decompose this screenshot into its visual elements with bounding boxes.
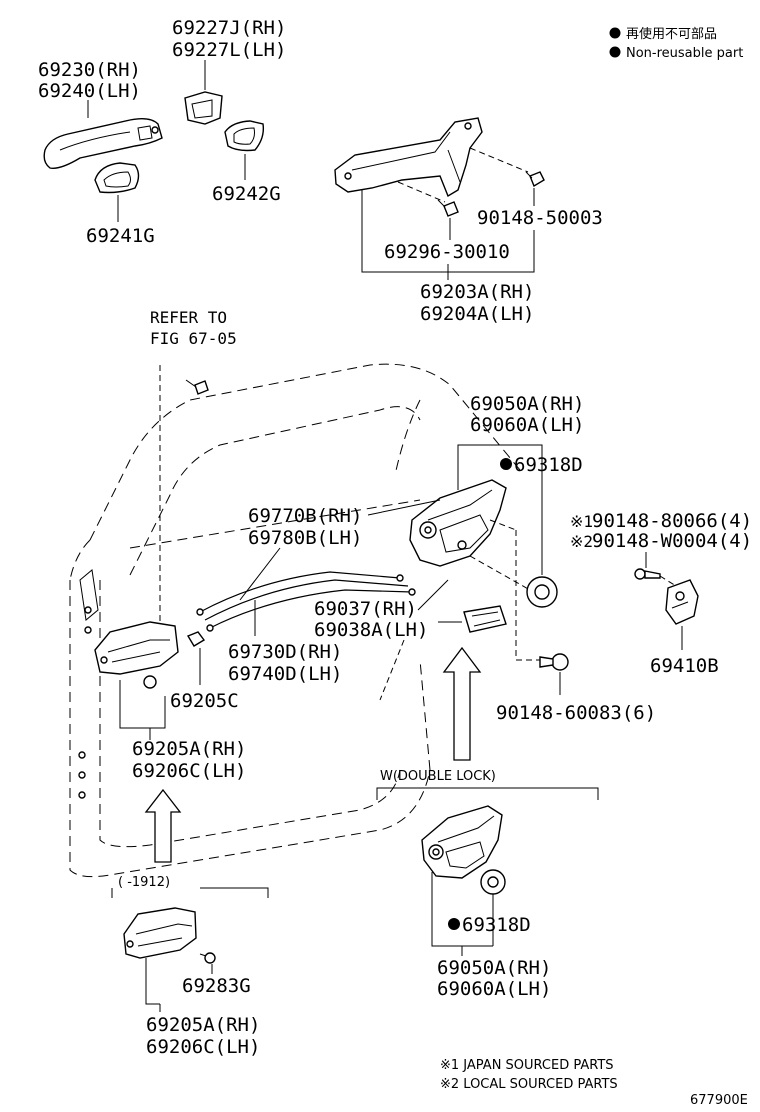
part-label-69204a[interactable]: 69204A(LH) (420, 303, 534, 325)
door-striker-part (665, 579, 699, 625)
cap-69283g-part (199, 952, 216, 964)
part-label-69227l[interactable]: 69227L(LH) (172, 39, 286, 61)
part-label-69050a-bot[interactable]: 69050A(RH) (437, 957, 551, 979)
double-lock-heading: W(DOUBLE LOCK) (380, 769, 496, 784)
handle-cover-part (184, 91, 223, 125)
part-label-69227j[interactable]: 69227J(RH) (172, 17, 286, 39)
bolt-90148-60083-part (539, 653, 569, 671)
part-label-69060a-bot[interactable]: 69060A(LH) (437, 978, 551, 1000)
handle-frame-group: 90148-50003 69296-30010 69203A(RH) 69204… (334, 117, 603, 325)
lock-motor-group: 69037(RH) 69038A(LH) (314, 579, 507, 761)
part-label-69730d[interactable]: 69730D(RH) (228, 641, 342, 663)
double-lock-variant: W(DOUBLE LOCK) 69318D 69050A(RH) 69060A(… (376, 769, 599, 1000)
refer-to-text: REFER TO (150, 308, 227, 327)
part-label-69740d[interactable]: 69740D(LH) (228, 663, 342, 685)
legend-line-jp: 再使用不可部品 (626, 26, 717, 42)
non-reusable-dot-icon (609, 27, 621, 39)
range-1912-variant: ( -1912) 69283G 69205A(RH) 69206C(LH) (111, 875, 269, 1058)
part-label-69296-30010[interactable]: 69296-30010 (384, 241, 510, 263)
clip-69205c-part (186, 631, 206, 647)
footnote-japan: ※1 JAPAN SOURCED PARTS (440, 1058, 614, 1073)
footnote-mark-2: ※2 (570, 532, 593, 551)
part-label-69242g[interactable]: 69242G (212, 183, 281, 205)
part-label-69770b[interactable]: 69770B(RH) (248, 505, 362, 527)
part-label-69205a-mid[interactable]: 69205A(RH) (132, 738, 246, 760)
part-label-69283g[interactable]: 69283G (182, 975, 251, 997)
clip-ref-part (185, 379, 209, 395)
door-outline (69, 363, 521, 878)
part-label-90148-w0004[interactable]: 90148-W0004(4) (592, 530, 752, 552)
part-label-69060a-top[interactable]: 69060A(LH) (470, 414, 584, 436)
refer-to-note: REFER TO FIG 67-05 (150, 308, 237, 655)
door-lock-assembly-part (409, 479, 507, 567)
part-label-90148-80066[interactable]: 90148-80066(4) (592, 510, 752, 532)
part-label-69205a-bot[interactable]: 69205A(RH) (146, 1014, 260, 1036)
footnote-mark-1: ※1 (570, 512, 593, 531)
outside-handle-group: 69230(RH) 69240(LH) 69227J(RH) 69227L(LH… (38, 17, 286, 247)
lock-motor-part (463, 605, 507, 633)
ring-69318d-part (526, 576, 558, 608)
part-label-69230[interactable]: 69230(RH) (38, 59, 141, 81)
non-reusable-dot-icon (500, 458, 512, 470)
inside-handle-1912-part (123, 907, 197, 959)
part-label-69410b[interactable]: 69410B (650, 655, 719, 677)
gasket-69242g-part (224, 120, 265, 152)
part-label-69318d-bot[interactable]: 69318D (462, 914, 531, 936)
footnote-local: ※2 LOCAL SOURCED PARTS (440, 1077, 618, 1092)
bolt-90148-50003-part (525, 171, 545, 188)
striker-group: ※1 90148-80066(4) ※2 90148-W0004(4) 6941… (570, 510, 752, 677)
part-label-90148-50003[interactable]: 90148-50003 (477, 207, 603, 229)
screw-90148-80066-part (634, 568, 661, 580)
gasket-69241g-part (94, 162, 140, 194)
door-lock-group: 69050A(RH) 69060A(LH) 69318D 90148-60083… (409, 393, 656, 724)
figure-code: 677900E (690, 1093, 748, 1108)
part-label-69050a-top[interactable]: 69050A(RH) (470, 393, 584, 415)
footnotes: ※1 JAPAN SOURCED PARTS ※2 LOCAL SOURCED … (440, 1058, 748, 1108)
cap-part (143, 675, 157, 689)
cables-group: 69770B(RH) 69780B(LH) 69730D(RH) 69740D(… (196, 499, 441, 685)
up-arrow-icon (144, 788, 182, 863)
inside-handle-group: 69205C 69205A(RH) 69206C(LH) (94, 621, 246, 863)
legend-line-en: Non-reusable part (626, 46, 743, 61)
part-label-69203a[interactable]: 69203A(RH) (420, 281, 534, 303)
part-label-69205c[interactable]: 69205C (170, 690, 239, 712)
part-label-69780b[interactable]: 69780B(LH) (248, 527, 362, 549)
handle-frame-part (334, 117, 483, 198)
part-label-69318d-top[interactable]: 69318D (514, 454, 583, 476)
part-label-90148-60083[interactable]: 90148-60083(6) (496, 702, 656, 724)
refer-fig-text[interactable]: FIG 67-05 (150, 329, 237, 348)
part-label-69241g[interactable]: 69241G (86, 225, 155, 247)
part-label-69206c-bot[interactable]: 69206C(LH) (146, 1036, 260, 1058)
bolt-69296-part (437, 199, 459, 217)
part-label-69037[interactable]: 69037(RH) (314, 598, 417, 620)
non-reusable-dot-icon (448, 918, 460, 930)
ring-69318d-double-part (480, 869, 506, 895)
outside-door-handle-part (43, 117, 163, 169)
part-label-69206c-mid[interactable]: 69206C(LH) (132, 760, 246, 782)
non-reusable-dot-icon (609, 46, 621, 58)
part-label-69038a[interactable]: 69038A(LH) (314, 619, 428, 641)
range-1912-heading: ( -1912) (118, 875, 170, 890)
up-arrow-icon (442, 646, 482, 761)
legend: 再使用不可部品 Non-reusable part (609, 26, 743, 61)
inside-handle-part (94, 621, 179, 675)
part-label-69240[interactable]: 69240(LH) (38, 80, 141, 102)
door-lock-double-part (421, 805, 503, 879)
